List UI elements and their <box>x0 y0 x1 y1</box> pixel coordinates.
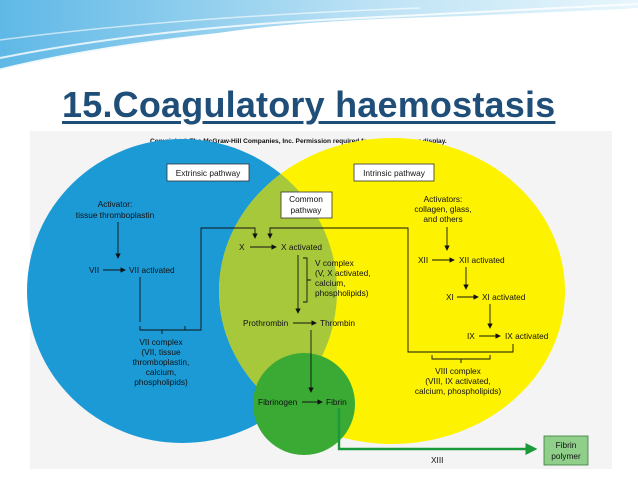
extrinsic-activator-line2: tissue thromboplastin <box>76 210 155 220</box>
v-complex-bracket <box>303 257 311 303</box>
thrombin-label: Thrombin <box>320 318 355 328</box>
arrow-viii-complex-to-x <box>267 227 514 353</box>
prothrombin-label: Prothrombin <box>243 318 289 328</box>
intrinsic-activators-line2: collagen, glass, <box>414 204 471 214</box>
vii-complex-bracket <box>139 326 186 334</box>
common-pathway-label-line2: pathway <box>291 205 323 215</box>
xi-label: XI <box>446 292 454 302</box>
v-complex-line1: V complex <box>315 258 355 268</box>
v-complex-line2: (V, X activated, <box>315 268 371 278</box>
v-complex-line3: calcium, <box>315 278 345 288</box>
fibrin-region <box>253 353 355 455</box>
header-wave-decoration <box>0 0 638 72</box>
slide-title: 15.Coagulatory haemostasis <box>62 84 556 125</box>
viii-complex-bracket <box>431 355 491 363</box>
intrinsic-pathway-label: Intrinsic pathway <box>363 168 426 178</box>
vii-complex-line5: phospholipids) <box>134 377 188 387</box>
intrinsic-activators-line1: Activators: <box>424 194 463 204</box>
vii-complex-line2: (VII, tissue <box>141 347 181 357</box>
arrow-vii-complex-to-x <box>185 227 258 331</box>
xii-activated-label: XII activated <box>459 255 505 265</box>
arrow-fibrin-to-polymer <box>337 408 538 455</box>
vii-label: VII <box>89 265 99 275</box>
viii-complex-line3: calcium, phospholipids) <box>415 386 501 396</box>
xi-activated-label: XI activated <box>482 292 526 302</box>
vii-complex-line3: thromboplastin, <box>133 357 190 367</box>
vii-complex-line4: calcium, <box>146 367 176 377</box>
fibrinogen-label: Fibrinogen <box>258 397 298 407</box>
common-pathway-label-line1: Common <box>289 194 323 204</box>
viii-complex-line1: VIII complex <box>435 366 482 376</box>
x-activated-label: X activated <box>281 242 322 252</box>
fibrin-label: Fibrin <box>326 397 347 407</box>
xii-label: XII <box>418 255 428 265</box>
intrinsic-activators-line3: and others <box>423 214 462 224</box>
fibrin-polymer-line2: polymer <box>551 451 581 461</box>
ix-activated-label: IX activated <box>505 331 549 341</box>
extrinsic-pathway-label: Extrinsic pathway <box>176 168 241 178</box>
xiii-label: XIII <box>431 455 443 465</box>
vii-complex-line1: VII complex <box>139 337 183 347</box>
extrinsic-activator-line1: Activator: <box>98 199 133 209</box>
ix-label: IX <box>467 331 475 341</box>
copyright-notice: Copyright © The McGraw-Hill Companies, I… <box>150 137 447 145</box>
vii-activated-label: VII activated <box>129 265 175 275</box>
intrinsic-pathway-box <box>353 163 435 182</box>
extrinsic-pathway-box <box>166 163 250 182</box>
x-label: X <box>239 242 245 252</box>
fibrin-polymer-line1: Fibrin <box>556 440 577 450</box>
viii-complex-line2: (VIII, IX activated, <box>425 376 490 386</box>
fibrin-polymer-box <box>543 435 589 466</box>
common-pathway-box <box>280 191 333 219</box>
v-complex-line4: phospholipids) <box>315 288 369 298</box>
